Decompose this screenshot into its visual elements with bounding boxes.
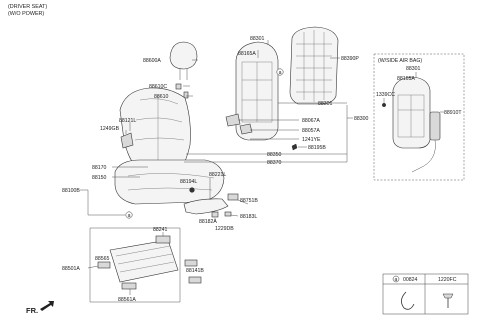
headrest <box>169 41 198 80</box>
label-88221l: 88221L <box>209 172 226 178</box>
header-line-1: (DRIVER SEAT) <box>8 4 47 10</box>
label-airbag-88301: 88301 <box>406 66 421 72</box>
screw-1339cc <box>382 102 387 107</box>
label-88600a: 88600A <box>143 58 161 64</box>
ref-marker-a-bottom: a <box>125 211 133 219</box>
bracket-88565 <box>97 261 111 269</box>
label-88170: 88170 <box>92 165 107 171</box>
label-1229db: 1229DB <box>215 226 234 232</box>
ref-marker-a-top: a <box>276 68 284 76</box>
label-88501a: 88501A <box>62 266 80 272</box>
label-88195b: 88195B <box>308 145 326 151</box>
label-88350: 88350 <box>267 152 282 158</box>
header-line-2: (W/O POWER) <box>8 11 44 17</box>
airbag-frame <box>382 76 441 173</box>
front-arrow-icon <box>40 301 54 311</box>
label-88100b: 88100B <box>62 188 80 194</box>
label-88241: 88241 <box>153 227 168 233</box>
svg-text:a: a <box>279 70 282 76</box>
front-label: FR. <box>26 306 38 315</box>
seat-cushion <box>114 159 225 205</box>
airbag-box-title: (W/SIDE AIR BAG) <box>378 58 422 64</box>
label-88301-top: 88301 <box>250 36 265 42</box>
label-88182a: 88182A <box>199 219 217 225</box>
bracket-88241 <box>155 235 171 244</box>
label-88141b: 88141B <box>186 268 204 274</box>
label-airbag-1339cc: 1339CC <box>376 92 395 98</box>
label-1241ye: 1241YE <box>302 137 321 143</box>
clip-88183l <box>224 211 232 217</box>
side-airbag-module <box>429 111 441 141</box>
label-88301-mid: 88301 <box>318 101 333 107</box>
label-88751b: 88751B <box>240 198 258 204</box>
headrest-guide-parts <box>175 83 189 99</box>
bracket-88141b-2 <box>188 276 202 284</box>
legend-col-2: 1220FC <box>438 277 457 283</box>
label-airbag-88165a: 88165A <box>397 76 415 82</box>
clip-88182a <box>211 211 219 218</box>
front-direction-indicator: FR. <box>26 301 54 315</box>
label-88300: 88300 <box>354 116 369 122</box>
side-bracket <box>120 132 134 149</box>
leader-lines <box>80 40 444 295</box>
seat-back-cushion <box>119 87 191 173</box>
label-88183l: 88183L <box>240 214 257 220</box>
label-airbag-88910t: 88910T <box>444 110 462 116</box>
label-88067a: 88067A <box>302 118 320 124</box>
airbag-variant-box <box>373 53 465 181</box>
label-88370: 88370 <box>267 160 282 166</box>
bracket-88141b-1 <box>184 259 198 267</box>
airbag-wire <box>411 139 436 173</box>
label-88121l: 88121L <box>119 118 136 124</box>
hardware-legend: a 00824 1220FC <box>382 273 469 315</box>
label-88057a: 88057A <box>302 128 320 134</box>
recliner-lever <box>183 187 239 218</box>
bracket-88561a <box>121 282 137 290</box>
label-88561a: 88561A <box>118 297 136 303</box>
screw-1220fc-icon <box>442 293 454 299</box>
label-88610: 88610 <box>154 94 169 100</box>
clip-00824-icon <box>401 291 415 310</box>
back-frame <box>225 41 279 141</box>
knob-88194l <box>189 187 195 193</box>
label-88390p: 88390P <box>341 56 359 62</box>
legend-col-1: 00824 <box>403 277 418 283</box>
legend-marker: a <box>395 277 398 283</box>
bolt-88195b <box>291 143 298 151</box>
label-88165a-top: 88165A <box>238 51 256 57</box>
label-88194l: 88194L <box>180 179 197 185</box>
svg-text:a: a <box>128 213 131 219</box>
back-panel <box>289 26 339 105</box>
seat-track-assembly <box>89 227 202 303</box>
clip-88751b <box>227 193 239 201</box>
label-88150: 88150 <box>92 175 107 181</box>
label-88565: 88565 <box>95 256 110 262</box>
label-1249gb: 1249GB <box>100 126 120 132</box>
label-88610c: 88610C <box>149 84 167 90</box>
